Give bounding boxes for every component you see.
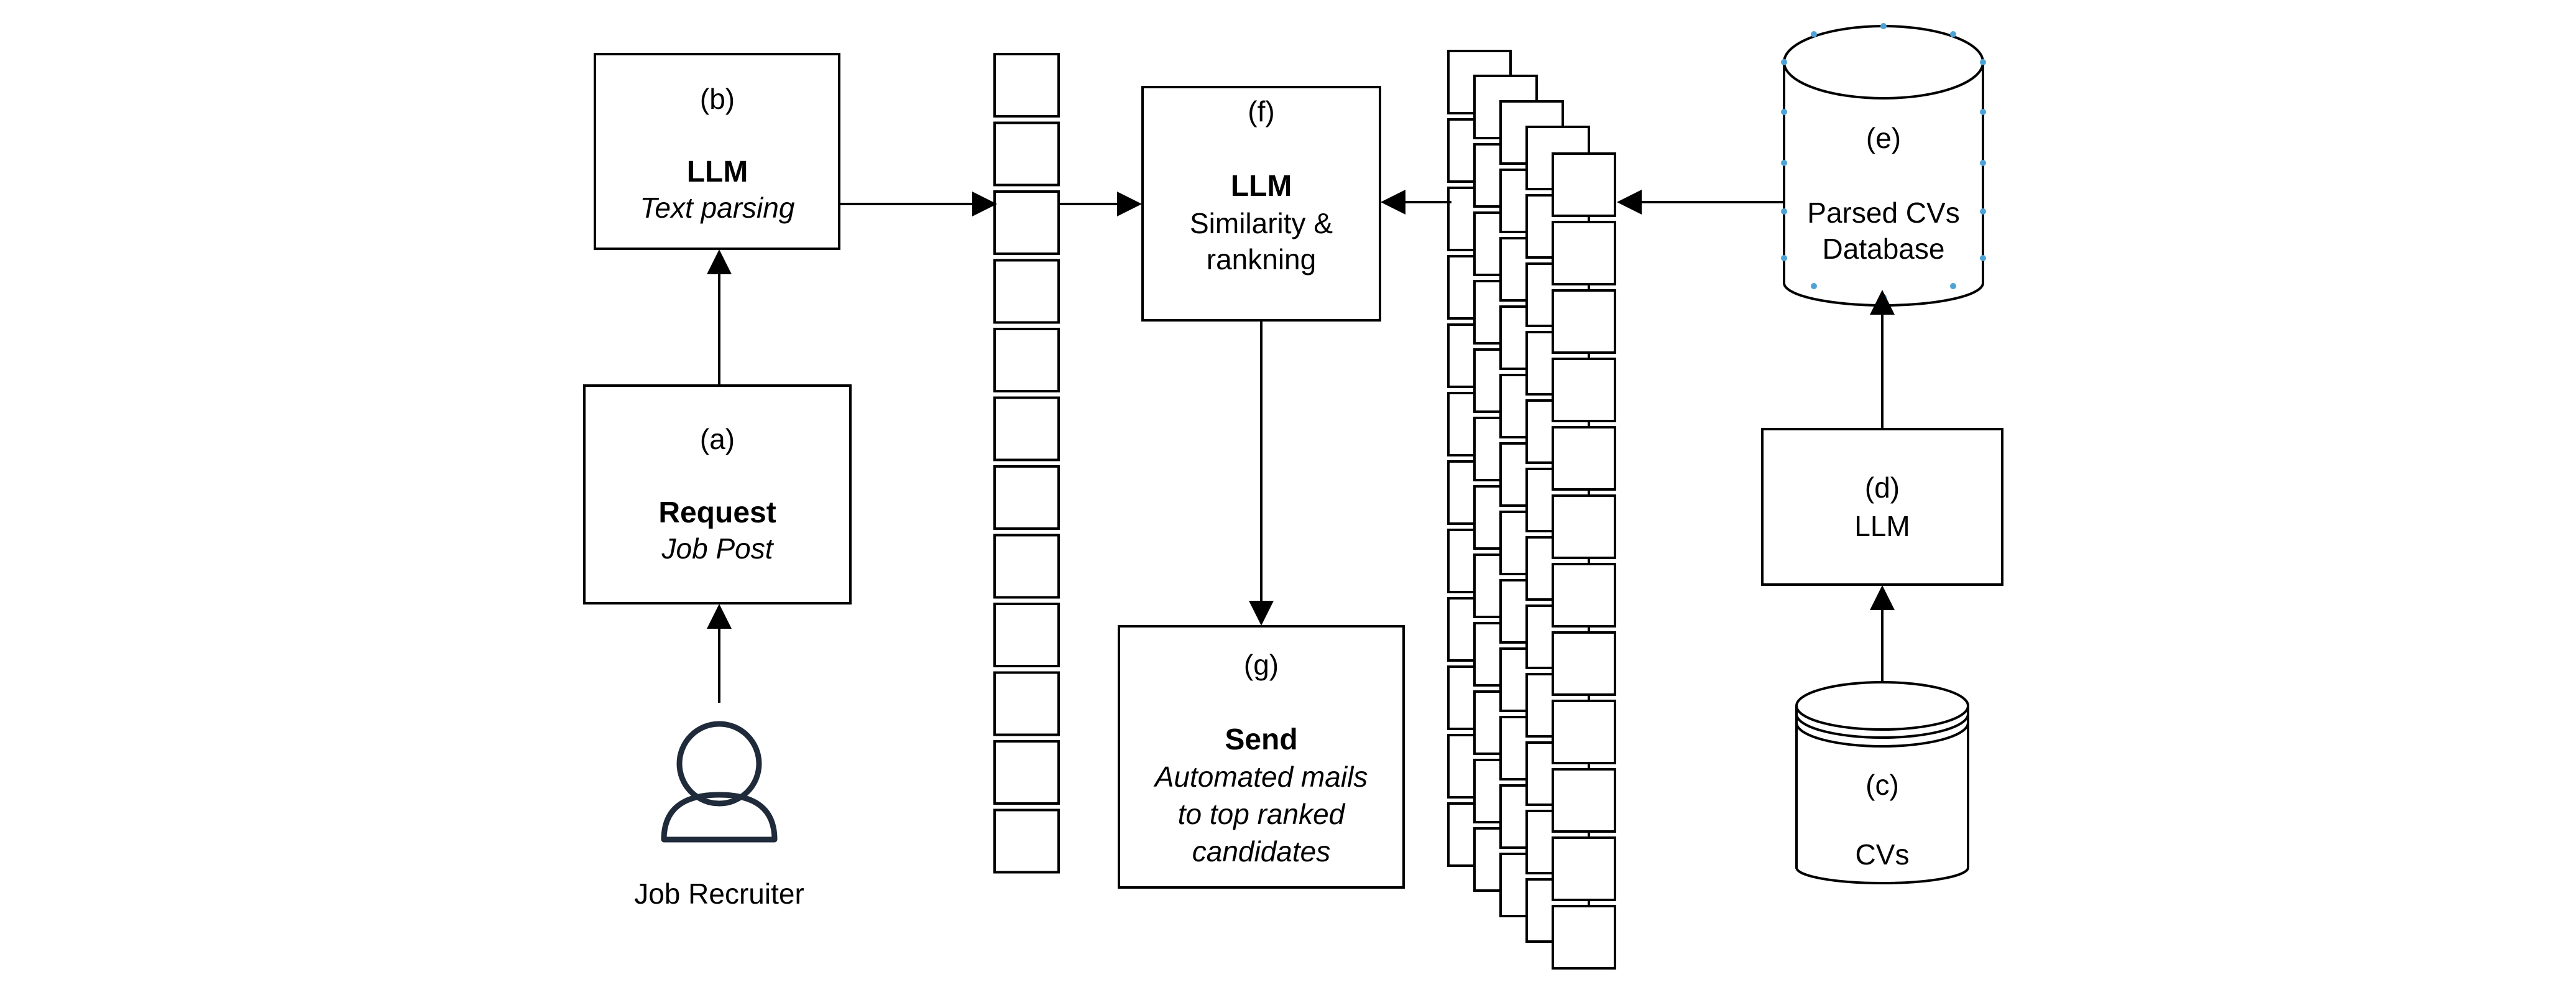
node-g-title: Send (1225, 723, 1297, 756)
node-b-id: (b) (700, 83, 735, 115)
node-g-line3: candidates (1192, 835, 1331, 868)
node-f-line2: rankning (1207, 243, 1316, 276)
node-f-title: LLM (1231, 170, 1292, 203)
node-f-id: (f) (1248, 95, 1274, 127)
node-a-title: Request (658, 496, 776, 529)
vector-cell (993, 740, 1060, 805)
vector-cell (1552, 358, 1616, 422)
vector-cell (1552, 563, 1616, 628)
actor-label: Job Recruiter (634, 878, 804, 910)
node-d-label: LLM (1854, 510, 1910, 542)
user-icon (661, 721, 778, 843)
node-e-line2: Database (1823, 233, 1945, 265)
vector-cell (1552, 426, 1616, 491)
vector-cell (1552, 631, 1616, 696)
vector-cell (993, 259, 1060, 324)
vector-cell (1552, 768, 1616, 833)
node-a-subtitle: Job Post (661, 532, 775, 565)
node-b-llm: (b) LLM Text parsing (594, 53, 840, 250)
node-e-id: (e) (1866, 122, 1901, 154)
node-c-label: CVs (1856, 838, 1910, 871)
node-g-send: (g) Send Automated mails to top ranked c… (1118, 625, 1405, 889)
node-g-line1: Automated mails (1153, 761, 1368, 793)
vector-cell (993, 328, 1060, 392)
vector-cell (993, 671, 1060, 736)
node-f-llm-similarity: (f) LLM Similarity & rankning (1141, 86, 1381, 322)
vector-cell (1552, 836, 1616, 901)
vector-cell (1552, 905, 1616, 970)
node-b-title: LLM (687, 155, 748, 188)
vector-cell (993, 190, 1060, 255)
vector-cell (1552, 494, 1616, 559)
node-a-id: (a) (700, 423, 735, 455)
vector-cell (993, 603, 1060, 667)
vector-cell (1552, 152, 1616, 217)
node-g-id: (g) (1244, 649, 1279, 681)
vector-cell (993, 465, 1060, 530)
node-e-line1: Parsed CVs (1807, 197, 1959, 229)
cv-vector-stack (1447, 50, 1616, 970)
node-f-line1: Similarity & (1190, 207, 1333, 239)
vector-cell (1552, 289, 1616, 354)
node-c-cvs: (c) CVs (1795, 681, 1969, 884)
vector-cell (1552, 221, 1616, 285)
vector-cell (993, 53, 1060, 118)
node-d-llm: (d) LLM (1761, 428, 2003, 586)
node-d-id: (d) (1865, 471, 1900, 504)
job-post-vector (993, 53, 1060, 874)
node-b-subtitle: Text parsing (640, 192, 795, 224)
vector-cell (993, 808, 1060, 874)
cv-vector-column (1552, 152, 1616, 970)
vector-cell (1552, 700, 1616, 764)
node-g-line2: to top ranked (1178, 798, 1346, 830)
node-c-id: (c) (1865, 769, 1899, 801)
node-a-request: (a) Request Job Post (583, 384, 852, 604)
vector-cell (993, 121, 1060, 187)
vector-cell (993, 534, 1060, 599)
node-e-database: (e) Parsed CVs Database (1781, 23, 1986, 307)
vector-cell (993, 396, 1060, 461)
